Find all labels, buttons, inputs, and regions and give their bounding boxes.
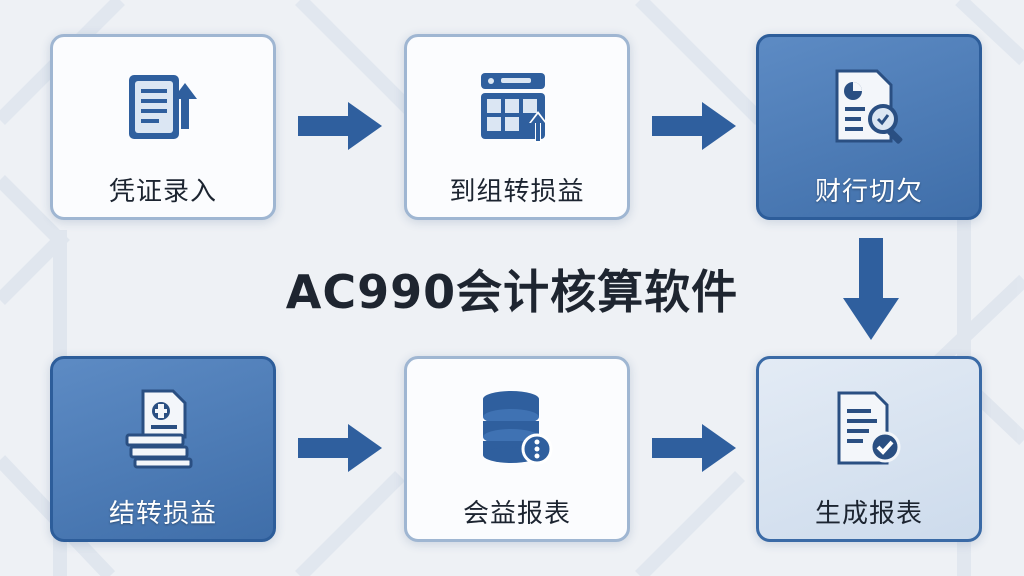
step-card-transfer-profit-loss[interactable]: 到组转损益 [404,34,630,220]
step-label: 会益报表 [462,499,571,529]
database-icon [483,391,553,465]
step-card-voucher-entry[interactable]: 凭证录入 [50,34,276,220]
arrow-right-icon [298,424,382,472]
step-label: 到组转损益 [449,177,585,207]
money-documents-icon [125,389,193,469]
arrow-down-icon [843,238,899,340]
step-card-finance-check[interactable]: 财行切欠 [756,34,982,220]
document-upload-icon [129,75,197,139]
step-card-generate-report[interactable]: 生成报表 [756,356,982,542]
step-label: 生成报表 [814,499,923,529]
table-upload-icon [481,73,547,143]
step-card-accounting-report[interactable]: 会益报表 [404,356,630,542]
step-label: 结转损益 [108,499,217,529]
report-search-icon [835,69,903,144]
page-title: AC990会计核算软件 [285,265,739,319]
document-check-icon [837,391,901,465]
arrow-right-icon [652,424,736,472]
step-label: 凭证录入 [108,177,217,207]
step-label: 财行切欠 [814,177,923,207]
arrow-right-icon [652,102,736,150]
step-card-carry-forward-profit-loss[interactable]: 结转损益 [50,356,276,542]
arrow-right-icon [298,102,382,150]
